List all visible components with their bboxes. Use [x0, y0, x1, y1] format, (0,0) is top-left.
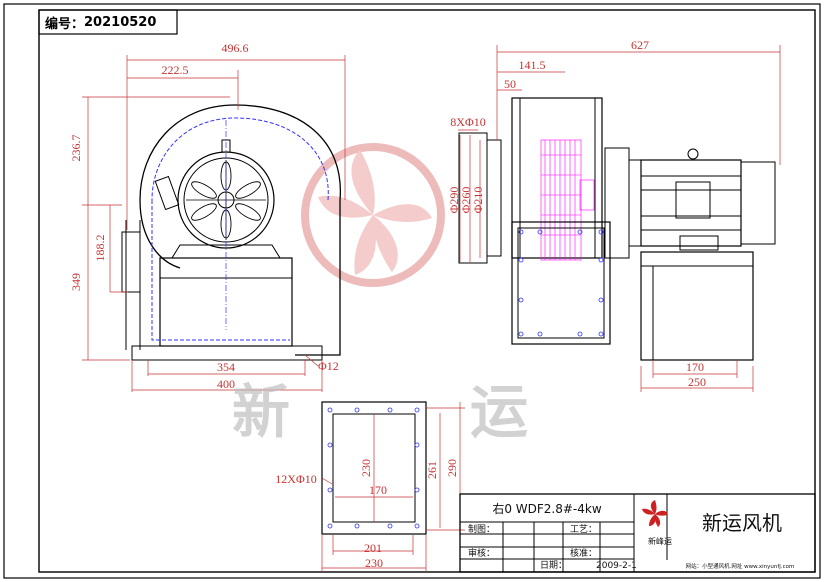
tb-date-value: 2009-2-1	[596, 561, 637, 571]
drawing-number: 编号：20210520	[39, 10, 177, 34]
watermark-char-right: 运	[470, 378, 528, 446]
flange-view-dims	[321, 402, 465, 572]
dim-side-base-inner: 170	[686, 360, 704, 374]
dim-total-height: 349	[69, 273, 83, 291]
dim-flange-thick: 50	[504, 77, 516, 91]
dim-flange-inner-w: 170	[369, 483, 387, 497]
front-view	[121, 104, 341, 361]
dim-base-width: 354	[217, 360, 235, 374]
frame-border	[38, 9, 816, 573]
dim-overall-length: 627	[631, 38, 649, 52]
tb-approve-label: 核准：	[570, 547, 597, 559]
dim-height-top: 236.7	[69, 135, 83, 162]
dim-base-outer: 400	[217, 377, 235, 391]
drawing-number-value: 20210520	[84, 14, 157, 30]
dim-flange-outer-w1: 201	[364, 541, 382, 555]
logo-text: 新峰运	[648, 536, 672, 546]
dim-overall-width: 496.6	[222, 41, 249, 55]
side-view-holes	[518, 229, 604, 337]
dim-flange-depth: 141.5	[519, 58, 546, 72]
drawing-number-label: 编号：	[45, 16, 85, 32]
dim-d2: Φ260	[459, 187, 473, 214]
company-sub: 网站：小型通风机.网址 www.xinyunfj.com	[686, 562, 795, 570]
title-block	[459, 493, 816, 573]
dim-d1: Φ290	[447, 187, 461, 214]
dim-outlet-center: 188.2	[93, 235, 107, 262]
tb-date-label: 日期：	[540, 560, 567, 571]
dim-flange-outer-h1: 261	[425, 461, 439, 479]
tb-process-label: 工艺：	[570, 524, 597, 535]
drawing-number-box	[38, 9, 178, 35]
dim-hole: Φ12	[318, 359, 339, 373]
sheet-border	[3, 3, 821, 579]
dim-side-base-outer: 250	[688, 375, 706, 389]
company-name: 新运风机	[702, 511, 782, 535]
watermark-logo	[301, 143, 445, 287]
dim-flange-outer-h2: 290	[445, 459, 459, 477]
watermark-text: 新 运	[232, 378, 528, 446]
side-view-dims	[458, 45, 781, 392]
front-view-dims	[82, 55, 346, 392]
dim-flange-inner-h: 230	[359, 459, 373, 477]
title-block-text: 右0 WDF2.8#-4kw 制图： 工艺： 审核： 核准： 日期： 2009-…	[468, 501, 794, 571]
tb-review-label: 审核：	[468, 547, 495, 559]
dim-holes-8: 8XΦ10	[450, 115, 485, 129]
dimension-labels: 496.6 222.5 236.7 188.2 349 354 400 Φ12 …	[69, 38, 706, 570]
company-logo	[642, 500, 668, 527]
watermark-char-left: 新	[232, 378, 290, 446]
dim-d3: Φ210	[471, 187, 485, 214]
side-view	[458, 97, 776, 361]
dim-offset: 222.5	[162, 63, 189, 77]
model-label: 右0 WDF2.8#-4kw	[492, 501, 602, 516]
flange-view-holes	[327, 407, 420, 529]
tb-draw-label: 制图：	[468, 523, 495, 535]
dim-flange-holes: 12XΦ10	[275, 472, 316, 486]
dim-flange-outer-w2: 230	[365, 556, 383, 570]
